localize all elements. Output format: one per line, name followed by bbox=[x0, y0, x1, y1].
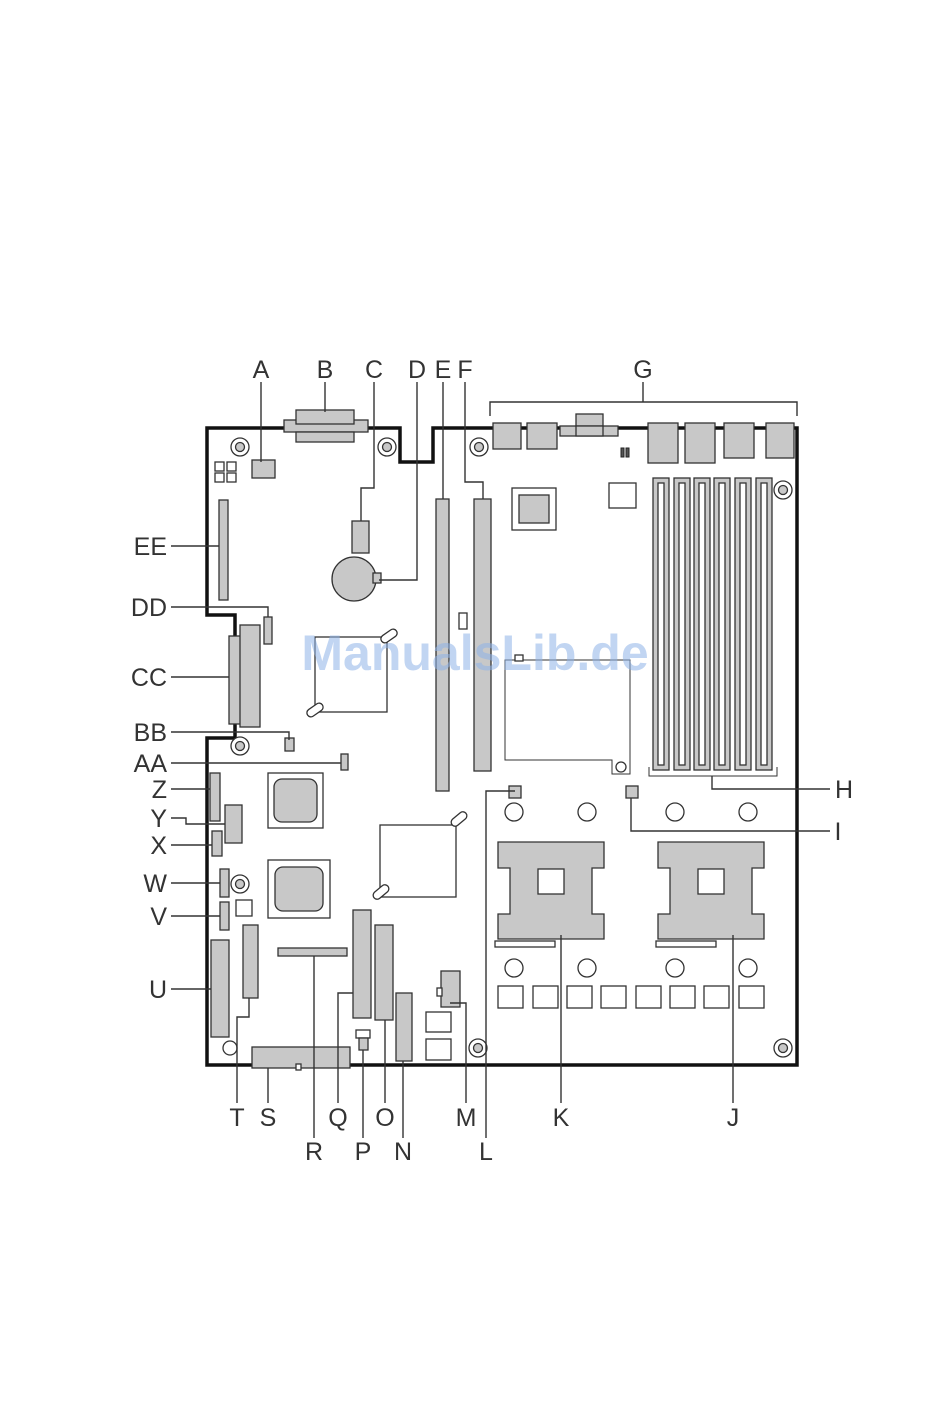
callout-b: B bbox=[317, 356, 334, 384]
callout-l: L bbox=[479, 1138, 493, 1166]
callout-j: J bbox=[727, 1104, 740, 1132]
component-aa bbox=[341, 754, 348, 770]
watermark: ManualsLib.de bbox=[301, 625, 648, 681]
callout-dd: DD bbox=[131, 594, 167, 622]
callout-aa: AA bbox=[134, 750, 168, 778]
component-t-connector bbox=[243, 925, 258, 998]
callout-h: H bbox=[835, 776, 853, 804]
callout-ee: EE bbox=[134, 533, 167, 561]
component-q-connector bbox=[353, 910, 371, 1018]
callout-g: G bbox=[633, 356, 652, 384]
component-n-connector bbox=[396, 993, 412, 1061]
component-dd-header bbox=[264, 617, 272, 644]
callout-f: F bbox=[457, 356, 472, 384]
callout-cc: CC bbox=[131, 664, 167, 692]
callout-a: A bbox=[253, 356, 270, 384]
component-k-cpu-socket bbox=[495, 842, 604, 947]
callout-v: V bbox=[150, 903, 167, 931]
component-r-connector bbox=[278, 948, 347, 956]
callout-q: Q bbox=[328, 1104, 347, 1132]
callout-p: P bbox=[355, 1138, 372, 1166]
component-c-chip bbox=[352, 521, 369, 553]
component-v-connector bbox=[220, 902, 229, 930]
component-w-connector bbox=[220, 869, 229, 897]
callout-n: N bbox=[394, 1138, 412, 1166]
component-o-connector bbox=[375, 925, 393, 1020]
callout-y: Y bbox=[150, 805, 167, 833]
callout-t: T bbox=[229, 1104, 244, 1132]
callout-m: M bbox=[456, 1104, 477, 1132]
component-ee-connector bbox=[219, 500, 228, 600]
callout-k: K bbox=[553, 1104, 570, 1132]
callout-i: I bbox=[835, 818, 842, 846]
component-l-header bbox=[509, 786, 521, 798]
component-x-connector bbox=[212, 831, 222, 856]
callout-e: E bbox=[435, 356, 452, 384]
callout-o: O bbox=[375, 1104, 394, 1132]
component-s-connector bbox=[252, 1047, 350, 1070]
callout-c: C bbox=[365, 356, 383, 384]
callout-x: X bbox=[150, 832, 167, 860]
component-u-connector bbox=[211, 940, 229, 1037]
component-m-header bbox=[437, 971, 460, 1007]
callout-z: Z bbox=[152, 776, 167, 804]
component-i-header bbox=[626, 786, 638, 798]
callout-s: S bbox=[260, 1104, 277, 1132]
component-j-cpu-socket bbox=[656, 842, 764, 947]
callout-u: U bbox=[149, 976, 167, 1004]
callout-r: R bbox=[305, 1138, 323, 1166]
callout-bb: BB bbox=[134, 719, 167, 747]
component-y-connector bbox=[225, 805, 242, 843]
component-cc-connector bbox=[229, 625, 260, 727]
component-z-connector bbox=[210, 773, 220, 821]
callout-d: D bbox=[408, 356, 426, 384]
callout-w: W bbox=[143, 870, 167, 898]
